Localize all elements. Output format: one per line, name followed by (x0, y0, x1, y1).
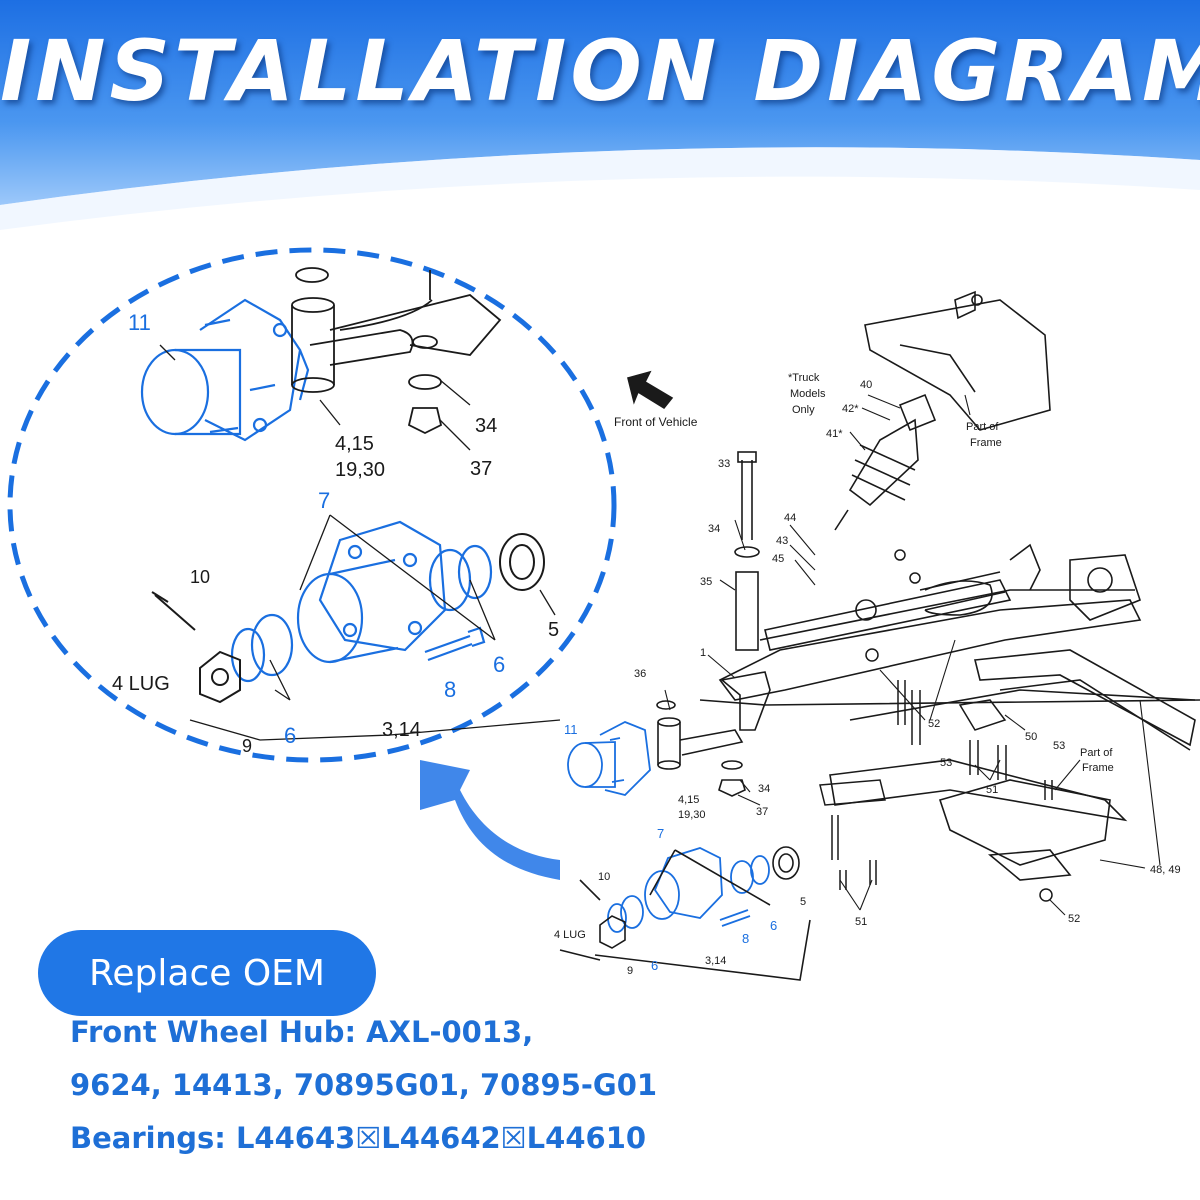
zoom-label-11: 11 (128, 310, 151, 335)
label-40: 40 (860, 379, 872, 391)
label-33: 33 (718, 458, 730, 470)
label-35: 35 (700, 576, 712, 588)
label-part-of-frame-bottom-2: Frame (1082, 762, 1114, 774)
frame-top (864, 299, 1051, 431)
label-50: 50 (1025, 731, 1037, 743)
label-37: 37 (756, 806, 768, 818)
zoom-label-5: 5 (548, 619, 559, 641)
label-41: 41* (826, 428, 843, 440)
label-51-bottom: 51 (855, 916, 867, 928)
label-6-right: 6 (770, 918, 777, 933)
zoom-label-7: 7 (318, 488, 330, 513)
label-5: 5 (800, 896, 806, 908)
label-42: 42* (842, 403, 859, 415)
info-line-hub-1: Front Wheel Hub: AXL-0013, (70, 1015, 534, 1049)
label-part-of-frame-top-1: Part of (966, 421, 999, 433)
label-7: 7 (657, 826, 664, 841)
frame-bottom (938, 779, 1111, 881)
label-truck-note-2: Models (790, 388, 826, 400)
replace-oem-badge: Replace OEM (38, 930, 376, 1016)
label-truck-note-3: Only (792, 404, 815, 416)
label-9: 9 (627, 965, 633, 977)
label-3-14: 3,14 (705, 955, 726, 967)
label-53-right: 53 (1053, 740, 1065, 752)
zoom-spindle (291, 267, 502, 435)
zoom-label-6-right: 6 (493, 652, 505, 677)
label-10: 10 (598, 871, 610, 883)
label-34: 34 (708, 523, 720, 535)
info-line-bearings: Bearings: L44643☒L44642☒L44610 (70, 1121, 647, 1155)
label-6-left: 6 (651, 958, 658, 973)
zoom-label-37: 37 (470, 458, 492, 480)
bolt-33-spacer-35 (734, 451, 760, 651)
small-exploded-parts (607, 847, 770, 933)
small-spindle (656, 671, 771, 797)
label-1: 1 (700, 647, 706, 659)
label-44: 44 (784, 512, 796, 524)
label-53-left: 53 (940, 757, 952, 769)
label-part-of-frame-top-2: Frame (970, 437, 1002, 449)
zoom-label-19-30: 19,30 (335, 459, 385, 481)
label-19-30: 19,30 (678, 809, 706, 821)
label-8: 8 (742, 931, 749, 946)
mounting-bolts (819, 549, 1053, 902)
info-line-hub-2: 9624, 14413, 70895G01, 70895-G01 (70, 1068, 658, 1102)
zoom-seal-nut (151, 533, 545, 704)
label-34-bottom: 34 (758, 783, 770, 795)
zoom-hub-assembly (140, 298, 310, 442)
label-48-49: 48, 49 (1150, 864, 1181, 876)
zoom-exploded-parts (230, 520, 493, 683)
zoom-label-9: 9 (242, 736, 252, 756)
label-4-lug: 4 LUG (554, 929, 586, 941)
zoom-label-3-14: 3,14 (382, 719, 421, 741)
label-52-bottom: 52 (1068, 913, 1080, 925)
leaf-springs (829, 649, 1196, 822)
label-4-15: 4,15 (678, 794, 699, 806)
small-seal-nut (559, 846, 811, 981)
front-arrow-icon (627, 370, 674, 410)
zoom-label-4-lug: 4 LUG (112, 673, 170, 695)
label-52-top: 52 (928, 718, 940, 730)
zoom-label-34: 34 (475, 415, 497, 437)
label-36: 36 (634, 668, 646, 680)
zoom-label-8: 8 (444, 677, 456, 702)
steering-rack (764, 543, 1141, 651)
label-front-of-vehicle: Front of Vehicle (614, 415, 698, 429)
header-background (0, 0, 1200, 230)
zoom-label-4-15: 4,15 (335, 433, 374, 455)
page-title: INSTALLATION DIAGRAM (0, 22, 1200, 120)
zoom-circle (7, 247, 617, 763)
label-45: 45 (772, 553, 784, 565)
zoom-label-10: 10 (190, 567, 210, 587)
zoom-label-6-left: 6 (284, 723, 296, 748)
label-43: 43 (776, 535, 788, 547)
small-hub-assembly (567, 721, 651, 796)
label-11: 11 (564, 722, 578, 737)
steering-column (834, 290, 983, 531)
label-51-top: 51 (986, 784, 998, 796)
label-part-of-frame-bottom-1: Part of (1080, 747, 1113, 759)
label-truck-note-1: *Truck (788, 372, 820, 384)
zoom-arrow (420, 760, 560, 880)
